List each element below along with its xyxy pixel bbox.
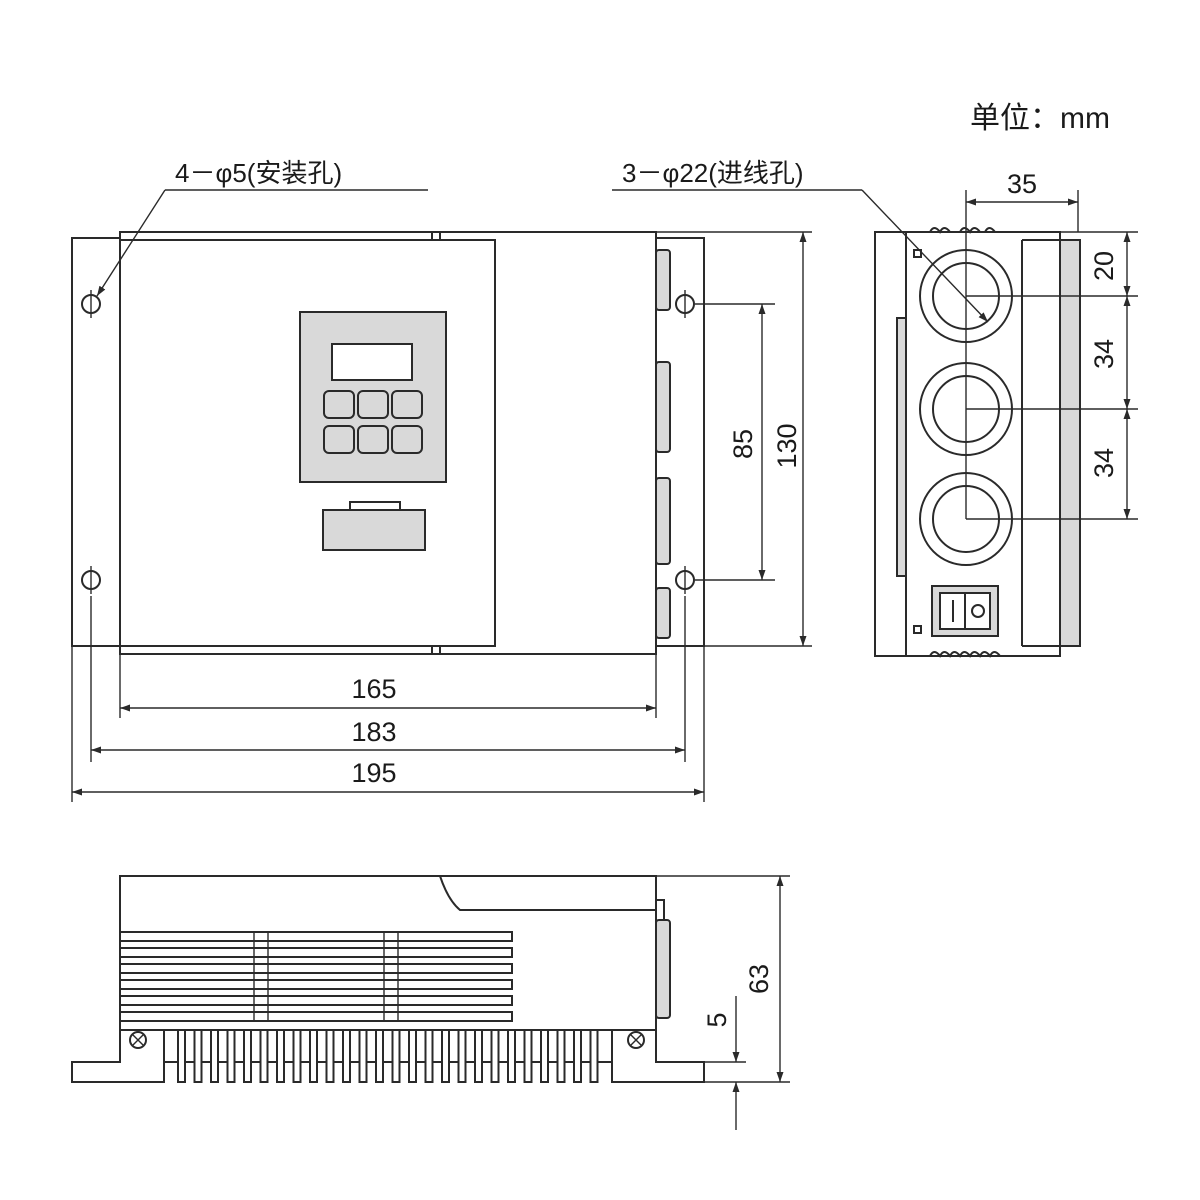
gland (655, 249, 671, 311)
cooling-fins (119, 931, 513, 1022)
heatsink-fin (424, 1029, 434, 1083)
fin (119, 979, 513, 990)
fin (119, 931, 513, 942)
heatsink-fin (375, 1029, 384, 1083)
heatsink-fin (573, 1029, 582, 1083)
heatsink-fin (193, 1029, 203, 1083)
mount-holes-label: 4－φ5(安装孔) (175, 158, 342, 188)
front-view: 4－φ5(安装孔) 165 183 195 85 130 (71, 158, 812, 802)
dim-width-183: 183 (351, 717, 396, 747)
heatsink-fin (441, 1029, 450, 1083)
keypad-button (323, 425, 355, 454)
screw-icon (129, 1031, 147, 1049)
dim-width-165: 165 (351, 674, 396, 704)
heatsink-fin (276, 1029, 285, 1083)
cover-tab-top (431, 231, 441, 241)
heatsink-fin (540, 1029, 549, 1083)
keypad-button (357, 425, 389, 454)
heatsink-fin (210, 1029, 219, 1083)
heatsink-fin (325, 1029, 335, 1083)
switch-off-icon (971, 604, 985, 618)
heatsink-fin (490, 1029, 500, 1083)
heatsink-fin (243, 1029, 252, 1083)
heatsink-fin (408, 1029, 417, 1083)
heatsink-fin (309, 1029, 318, 1083)
top-ribs (929, 227, 996, 234)
dim-height-130: 130 (772, 423, 802, 468)
front-cover (120, 239, 496, 647)
dim-height-63: 63 (744, 964, 774, 994)
heatsink-fin (391, 1029, 401, 1083)
heatsink-fins (177, 1029, 599, 1083)
side-view: 3－φ22(进线孔) 35 20 34 34 (612, 158, 1138, 658)
gland (655, 587, 671, 639)
heatsink-fin (177, 1029, 186, 1083)
heatsink-fin (292, 1029, 302, 1083)
dim-side-35: 35 (1007, 169, 1037, 199)
side-marker (913, 625, 922, 634)
unit-label: 单位：mm (970, 102, 1110, 135)
mounting-holes (81, 290, 695, 594)
terminal-cover (322, 509, 426, 551)
keypad-buttons (323, 390, 423, 454)
gland (655, 361, 671, 453)
dim-height-85: 85 (728, 429, 758, 459)
heatsink-fin (358, 1029, 368, 1083)
cover-tab-bottom (431, 645, 441, 655)
fin (119, 963, 513, 974)
heatsink-fin (259, 1029, 269, 1083)
keypad-button (391, 425, 423, 454)
bottom-ribs (929, 651, 1001, 658)
heatsink-fin (474, 1029, 483, 1083)
side-fin-edge (1059, 239, 1081, 647)
heatsink-fin (226, 1029, 236, 1083)
heatsink-fin (507, 1029, 516, 1083)
dim-side-34-upper: 34 (1089, 339, 1119, 369)
terminal-tab (349, 501, 401, 511)
fin (119, 947, 513, 958)
gland (655, 477, 671, 565)
wire-entry-holes (919, 249, 1013, 566)
side-marker (913, 249, 922, 258)
wire-holes-label: 3－φ22(进线孔) (622, 158, 804, 188)
bottom-bevel (439, 875, 656, 911)
heatsink-fin (342, 1029, 351, 1083)
dim-flange-5: 5 (702, 1012, 732, 1027)
keypad-display (331, 343, 413, 381)
fin (119, 995, 513, 1006)
dim-side-20: 20 (1089, 251, 1119, 281)
keypad-button (323, 390, 355, 419)
fin (119, 1011, 513, 1022)
side-glands (655, 249, 671, 639)
keypad-button (357, 390, 389, 419)
screw-icon (627, 1031, 645, 1049)
gland (655, 919, 671, 1019)
heatsink-fin (589, 1029, 599, 1083)
heatsink-fin (457, 1029, 467, 1083)
dim-side-34-lower: 34 (1089, 448, 1119, 478)
side-slot (896, 317, 907, 577)
heatsink-fin (523, 1029, 533, 1083)
bottom-view: 63 5 (71, 875, 790, 1130)
keypad-button (391, 390, 423, 419)
heatsink-fin (556, 1029, 566, 1083)
dim-width-195: 195 (351, 758, 396, 788)
